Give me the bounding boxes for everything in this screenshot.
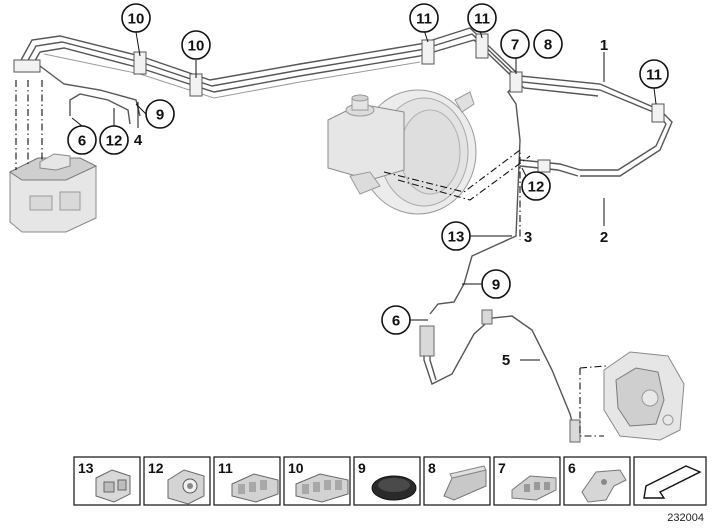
svg-text:6: 6 [392, 313, 400, 330]
svg-text:11: 11 [218, 460, 233, 476]
callout-10-left: 10 [121, 3, 151, 33]
callout-11-top-a: 11 [409, 3, 439, 33]
svg-text:12: 12 [106, 133, 123, 150]
callout-12-right: 12 [521, 171, 551, 201]
brake-booster [327, 89, 477, 215]
parts-cell-7: 7 [493, 456, 561, 506]
brake-caliper [603, 351, 685, 441]
callout-13: 13 [441, 221, 471, 251]
svg-text:8: 8 [544, 37, 552, 54]
label-2: 2 [600, 229, 608, 246]
leader-lines [71, 29, 657, 361]
callout-6-lower: 6 [381, 305, 411, 335]
reference-number: 232004 [667, 512, 704, 524]
parts-strip: 13 12 11 [73, 456, 707, 506]
parts-cell-8: 8 [423, 456, 491, 506]
svg-text:9: 9 [358, 460, 366, 476]
svg-text:13: 13 [78, 460, 94, 476]
label-5: 5 [502, 352, 510, 369]
svg-text:11: 11 [474, 11, 490, 28]
pipe-clip-icon [167, 469, 205, 505]
callout-12-left: 12 [99, 125, 129, 155]
label-4: 4 [134, 132, 143, 149]
pipe-cover-icon [443, 465, 487, 501]
parts-cell-6: 6 [563, 456, 631, 506]
connection-lines [15, 80, 607, 437]
svg-text:13: 13 [448, 229, 465, 246]
svg-text:9: 9 [156, 107, 164, 124]
svg-text:11: 11 [416, 11, 432, 28]
svg-text:6: 6 [78, 133, 86, 150]
label-3: 3 [524, 229, 532, 246]
bracket-icon [581, 469, 627, 503]
label-1: 1 [600, 37, 608, 54]
svg-text:11: 11 [646, 67, 662, 84]
abs-unit [9, 153, 98, 233]
parts-cell-12: 12 [143, 456, 211, 506]
callout-8: 8 [533, 29, 563, 59]
callout-10-middle: 10 [181, 30, 211, 60]
svg-text:10: 10 [188, 38, 205, 55]
svg-text:10: 10 [128, 11, 145, 28]
double-pipe-clip-icon [511, 475, 557, 501]
brake-pipes [13, 27, 673, 443]
callout-7: 7 [500, 29, 530, 59]
parts-cell-arrow [633, 456, 707, 506]
svg-text:12: 12 [528, 179, 545, 196]
quad-pipe-clip-icon [295, 473, 349, 503]
svg-text:6: 6 [568, 460, 576, 476]
plain-labels: 1 2 3 4 5 [134, 37, 608, 369]
circled-callouts: 10 10 11 11 7 8 11 9 [67, 3, 669, 335]
svg-text:7: 7 [498, 460, 506, 476]
parts-cell-10: 10 [283, 456, 351, 506]
callout-9-left: 9 [145, 99, 175, 129]
parts-cell-13: 13 [73, 456, 141, 506]
parts-cell-11: 11 [213, 456, 281, 506]
clip-holder-icon [95, 469, 131, 503]
svg-text:12: 12 [148, 460, 164, 476]
svg-text:7: 7 [511, 37, 519, 54]
grommet-icon [371, 475, 417, 501]
svg-text:10: 10 [288, 460, 304, 476]
callout-11-top-b: 11 [467, 3, 497, 33]
callout-9-lower: 9 [481, 269, 511, 299]
callout-6-left: 6 [67, 125, 97, 155]
svg-text:8: 8 [428, 460, 436, 476]
svg-text:9: 9 [492, 277, 500, 294]
parts-cell-9: 9 [353, 456, 421, 506]
arrow-icon [643, 465, 702, 499]
callout-11-right: 11 [639, 59, 669, 89]
triple-pipe-clip-icon [231, 473, 279, 503]
